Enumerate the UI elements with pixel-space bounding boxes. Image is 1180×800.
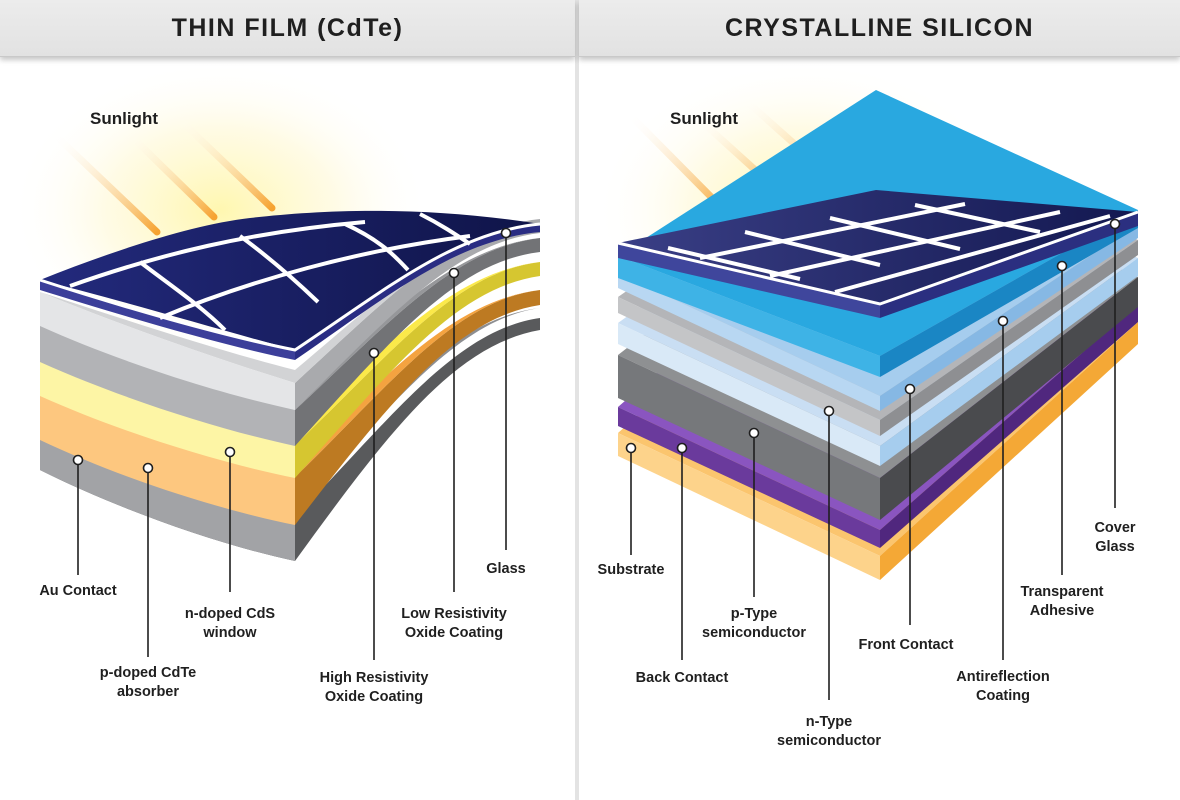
layer-cover-glass — [617, 190, 1139, 318]
leaders-left — [72, 227, 512, 660]
crystalline-illustration: Sunlight Substrate Back Contact p-Type s… — [595, 60, 1139, 749]
panel-divider — [575, 0, 579, 800]
layer-glass-cells — [39, 210, 541, 360]
sun-rays-left — [51, 116, 276, 236]
title-crystalline-silicon: CRYSTALLINE SILICON — [724, 13, 1035, 42]
label-n-type-1: n-Type — [806, 714, 852, 730]
thin-film-illustration: Sunlight Au Contact p-doped CdTe absorbe… — [10, 60, 541, 705]
leaders-right — [625, 218, 1121, 700]
label-front-contact: Front Contact — [858, 637, 953, 653]
header-thin-film: THIN FILM (CdTe) — [0, 0, 575, 57]
label-window-2: window — [202, 625, 257, 641]
label-back-contact: Back Contact — [636, 670, 729, 686]
label-high-res-1: High Resistivity — [320, 670, 429, 686]
label-au-contact: Au Contact — [39, 583, 117, 599]
label-glass: Glass — [486, 561, 526, 577]
label-adhesive-1: Transparent — [1021, 584, 1104, 600]
label-p-type-2: semiconductor — [702, 625, 806, 641]
label-antireflection-2: Coating — [976, 688, 1030, 704]
label-substrate: Substrate — [598, 562, 665, 578]
label-absorber-2: absorber — [117, 684, 179, 700]
header-crystalline-silicon: CRYSTALLINE SILICON — [579, 0, 1180, 57]
sunlight-label-right: Sunlight — [670, 109, 738, 128]
label-cover-glass-1: Cover — [1094, 520, 1135, 536]
label-window-1: n-doped CdS — [185, 606, 276, 622]
label-absorber-1: p-doped CdTe — [100, 665, 196, 681]
label-adhesive-2: Adhesive — [1030, 603, 1094, 619]
label-p-type-1: p-Type — [731, 606, 777, 622]
layer-low-resistivity — [40, 219, 540, 410]
label-antireflection-1: Antireflection — [956, 669, 1049, 685]
label-n-type-2: semiconductor — [777, 733, 881, 749]
title-thin-film: THIN FILM (CdTe) — [171, 13, 404, 42]
sunlight-label-left: Sunlight — [90, 109, 158, 128]
label-low-res-2: Oxide Coating — [405, 625, 503, 641]
label-cover-glass-2: Glass — [1095, 539, 1135, 555]
label-low-res-1: Low Resistivity — [401, 606, 507, 622]
label-high-res-2: Oxide Coating — [325, 689, 423, 705]
